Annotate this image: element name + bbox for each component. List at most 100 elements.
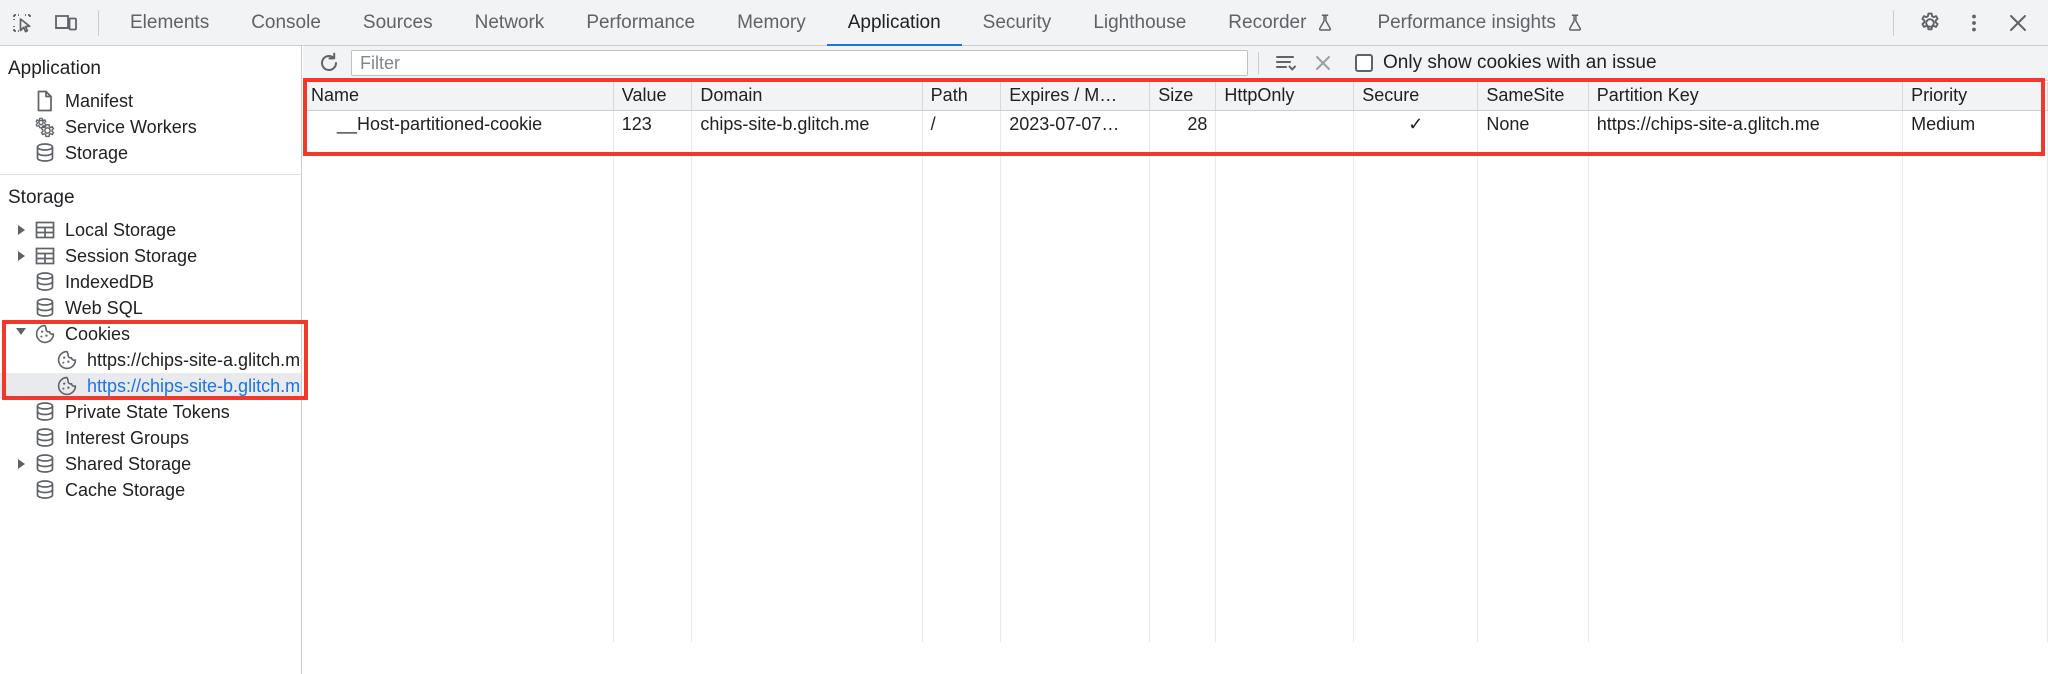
empty-cell	[922, 222, 1002, 250]
empty-cell	[1000, 278, 1151, 306]
cell-path[interactable]: /	[922, 110, 1002, 138]
empty-cell	[1477, 138, 1589, 166]
cell-secure[interactable]: ✓	[1353, 110, 1479, 138]
empty-cell	[1149, 138, 1217, 166]
empty-cell	[1149, 166, 1217, 194]
tab-application[interactable]: Application	[826, 0, 962, 47]
empty-cell	[1215, 166, 1355, 194]
cell-httponly[interactable]	[1215, 110, 1355, 138]
device-toolbar-icon[interactable]	[44, 3, 88, 43]
cell-size[interactable]: 28	[1149, 110, 1217, 138]
tree-item-session-storage[interactable]: Session Storage	[0, 243, 301, 269]
clear-filtered-cookies-icon[interactable]	[1269, 48, 1305, 78]
sidebar-divider	[0, 174, 301, 175]
chevron-right-icon[interactable]	[10, 225, 32, 235]
tree-item-local-storage[interactable]: Local Storage	[0, 217, 301, 243]
refresh-icon[interactable]	[311, 48, 347, 78]
table-empty-row	[303, 586, 2048, 614]
chevron-right-icon[interactable]	[10, 459, 32, 469]
column-header-domain[interactable]: Domain	[691, 82, 923, 111]
tree-item-manifest[interactable]: Manifest	[0, 88, 301, 114]
column-header-name[interactable]: Name	[303, 82, 614, 111]
gear-icon[interactable]	[1908, 3, 1952, 43]
cell-name[interactable]: __Host-partitioned-cookie	[303, 110, 614, 138]
empty-cell	[691, 306, 923, 334]
empty-cell	[1477, 586, 1589, 614]
empty-cell	[1215, 446, 1355, 474]
column-header-partitionkey[interactable]: Partition Key	[1588, 82, 1904, 111]
tree-item-cookies[interactable]: Cookies	[0, 321, 301, 347]
tab-sources[interactable]: Sources	[342, 0, 454, 46]
cookie-icon	[32, 323, 58, 345]
only-show-issues-checkbox[interactable]	[1355, 54, 1373, 72]
tree-item-storage[interactable]: Storage	[0, 140, 301, 166]
column-header-samesite[interactable]: SameSite	[1477, 82, 1589, 111]
empty-cell	[922, 138, 1002, 166]
tree-item-label: Private State Tokens	[65, 402, 230, 422]
database-icon	[32, 141, 58, 165]
tree-item-service-workers[interactable]: Service Workers	[0, 114, 301, 140]
column-header-size[interactable]: Size	[1149, 82, 1217, 111]
empty-cell	[691, 278, 923, 306]
cell-priority[interactable]: Medium	[1902, 110, 2048, 138]
tree-item-shared-storage[interactable]: Shared Storage	[0, 451, 301, 477]
tab-elements[interactable]: Elements	[109, 0, 230, 46]
cell-value[interactable]: 123	[613, 110, 693, 138]
only-show-issues-checkbox-row[interactable]: Only show cookies with an issue	[1355, 52, 1657, 74]
empty-cell	[1215, 362, 1355, 390]
empty-cell	[1588, 250, 1904, 278]
tree-item-https-chips-site-b-glitch-me[interactable]: https://chips-site-b.glitch.me	[0, 373, 301, 399]
empty-cell	[613, 278, 693, 306]
tab-memory[interactable]: Memory	[716, 0, 827, 46]
inspect-element-icon[interactable]	[0, 3, 44, 43]
empty-cell	[1353, 278, 1479, 306]
tab-network[interactable]: Network	[454, 0, 566, 46]
column-header-secure[interactable]: Secure	[1353, 82, 1479, 111]
empty-cell	[1000, 502, 1151, 530]
cell-partitionkey[interactable]: https://chips-site-a.glitch.me	[1588, 110, 1904, 138]
tab-lighthouse[interactable]: Lighthouse	[1072, 0, 1207, 46]
chevron-down-icon[interactable]	[10, 328, 32, 340]
column-header-path[interactable]: Path	[922, 82, 1002, 111]
kebab-menu-icon[interactable]	[1952, 3, 1996, 43]
tab-performance-insights[interactable]: Performance insights	[1356, 0, 1605, 46]
cell-expires[interactable]: 2023-07-07…	[1000, 110, 1151, 138]
chevron-right-icon[interactable]	[10, 251, 32, 261]
empty-cell	[922, 614, 1002, 642]
close-icon[interactable]	[1996, 3, 2040, 43]
tab-security[interactable]: Security	[962, 0, 1073, 46]
empty-cell	[922, 530, 1002, 558]
cell-samesite[interactable]: None	[1477, 110, 1589, 138]
tree-item-web-sql[interactable]: Web SQL	[0, 295, 301, 321]
filter-input[interactable]	[351, 50, 1248, 76]
tree-item-private-state-tokens[interactable]: Private State Tokens	[0, 399, 301, 425]
empty-cell	[1477, 362, 1589, 390]
column-header-value[interactable]: Value	[613, 82, 693, 111]
tree-item-https-chips-site-a-glitch-me[interactable]: https://chips-site-a.glitch.me	[0, 347, 301, 373]
empty-cell	[613, 166, 693, 194]
empty-cell	[1477, 334, 1589, 362]
tree-item-cache-storage[interactable]: Cache Storage	[0, 477, 301, 503]
tab-console[interactable]: Console	[230, 0, 342, 46]
tree-item-label: Manifest	[65, 91, 134, 111]
column-header-httponly[interactable]: HttpOnly	[1215, 82, 1355, 111]
empty-cell	[1149, 250, 1217, 278]
tab-recorder[interactable]: Recorder	[1207, 0, 1356, 46]
tab-label: Memory	[737, 11, 806, 33]
empty-cell	[1588, 362, 1904, 390]
clear-all-cookies-icon[interactable]	[1305, 48, 1341, 78]
cell-domain[interactable]: chips-site-b.glitch.me	[691, 110, 923, 138]
tree-item-indexeddb[interactable]: IndexedDB	[0, 269, 301, 295]
empty-cell	[922, 390, 1002, 418]
column-header-priority[interactable]: Priority	[1902, 82, 2048, 111]
tree-item-label: Cookies	[65, 324, 131, 344]
empty-cell	[1588, 194, 1904, 222]
empty-cell	[1000, 334, 1151, 362]
tab-performance[interactable]: Performance	[565, 0, 716, 46]
empty-cell	[1353, 250, 1479, 278]
empty-cell	[1353, 586, 1479, 614]
column-header-expires[interactable]: Expires / M…	[1000, 82, 1151, 111]
tree-item-interest-groups[interactable]: Interest Groups	[0, 425, 301, 451]
